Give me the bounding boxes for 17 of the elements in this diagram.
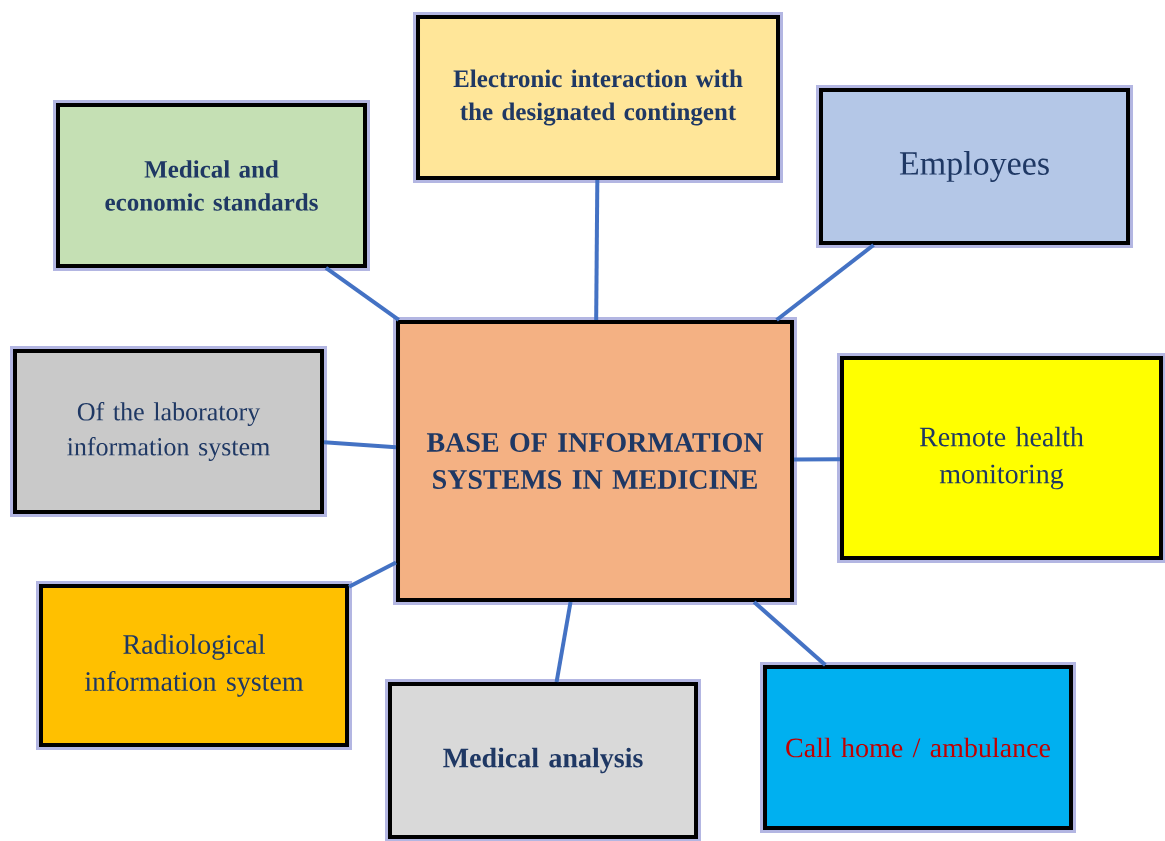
connector-line — [324, 266, 400, 322]
topic-box: Medical and economic standards — [53, 100, 370, 271]
connector-line — [594, 179, 600, 320]
central-box: BASE OF INFORMATION SYSTEMS IN MEDICINE — [393, 317, 797, 605]
topic-box: Medical analysis — [385, 679, 701, 841]
topic-box: Electronic interaction with the designated contingent — [413, 12, 783, 183]
topic-box: Radiological information system — [36, 581, 352, 750]
connector-line — [775, 243, 875, 322]
topic-box: Of the laboratory information system — [10, 346, 327, 517]
topic-box: Employees — [816, 85, 1133, 248]
connector-line — [752, 600, 827, 667]
connector-line — [348, 560, 397, 589]
topic-box: Call home / ambulance — [760, 662, 1076, 833]
topic-box: Remote health monitoring — [837, 353, 1165, 563]
connector-line — [794, 457, 841, 462]
connector-line — [554, 601, 573, 683]
connector-line — [323, 440, 397, 450]
